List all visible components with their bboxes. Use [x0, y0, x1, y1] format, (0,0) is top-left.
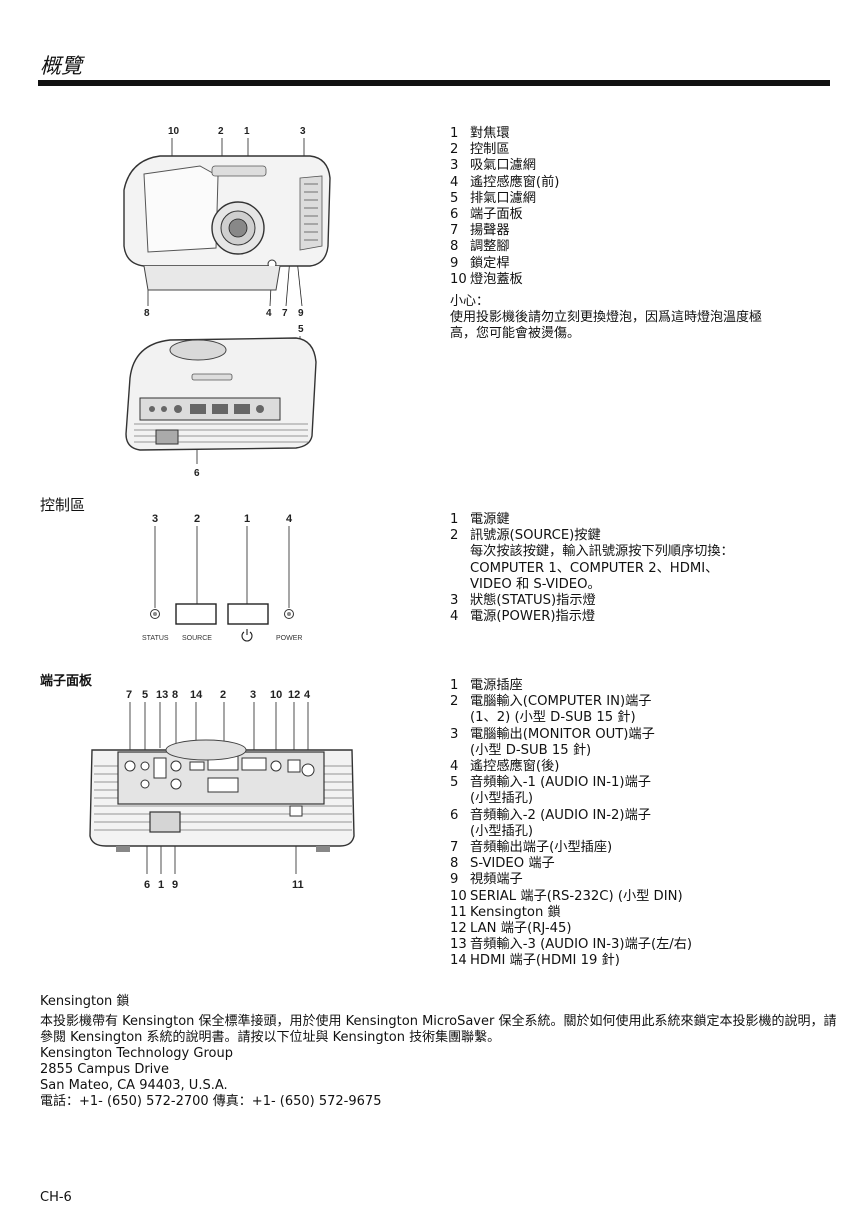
callout-label: 12 [288, 689, 300, 701]
callout-label: 10 [270, 689, 282, 701]
power-label: POWER [276, 635, 302, 642]
callout-label: 10 [168, 126, 180, 137]
page-title: 概覽 [40, 54, 82, 78]
callout-label: 3 [152, 513, 158, 525]
list-subtext: (小型插孔) [470, 823, 534, 839]
control-panel-illustration: 3 2 1 4 STATUS SOURCE POWER [142, 513, 302, 642]
list-subtext: VIDEO 和 S-VIDEO。 [470, 576, 601, 592]
kensington-city: San Mateo, CA 94403, U.S.A. [40, 1078, 228, 1093]
callout-label: 3 [300, 126, 306, 137]
list-subtext: (小型 D-SUB 15 針) [470, 742, 592, 758]
kensington-company: Kensington Technology Group [40, 1046, 233, 1061]
projector-front-illustration: 10 2 1 3 8 4 7 9 5 6 [123, 126, 331, 479]
kensington-body: 本投影機帶有 Kensington 保全標準接頭，用於使用 Kensington… [40, 1014, 840, 1110]
callout-label: 2 [218, 126, 224, 137]
callout-label: 5 [142, 689, 148, 701]
list-subtext: (1、2) (小型 D-SUB 15 針) [470, 710, 636, 726]
list-subtext: 每次按該按鍵，輸入訊號源按下列順序切換： [470, 544, 734, 560]
callout-label: 4 [286, 513, 293, 525]
callout-label: 1 [158, 879, 164, 891]
callout-label: 13 [156, 689, 168, 701]
kensington-paragraph: 本投影機帶有 Kensington 保全標準接頭，用於使用 Kensington… [40, 1014, 837, 1045]
header-rule [38, 80, 830, 86]
list-subtext: (小型插孔) [470, 791, 534, 807]
section-heading-terminal: 端子面板 [40, 674, 93, 689]
callout-label: 1 [244, 513, 250, 525]
callout-label: 4 [266, 308, 272, 319]
caution-title: 小心： [450, 294, 490, 309]
kensington-title: Kensington 鎖 [40, 994, 130, 1009]
callout-label: 4 [304, 689, 311, 701]
callout-label: 2 [194, 513, 200, 525]
callout-label: 6 [194, 468, 200, 479]
list-subtext: COMPUTER 1、COMPUTER 2、HDMI、 [470, 560, 719, 576]
callout-label: 11 [292, 879, 304, 891]
callout-label: 1 [244, 126, 250, 137]
callout-label: 9 [172, 879, 178, 891]
callout-label: 3 [250, 689, 256, 701]
section-heading-control: 控制區 [40, 496, 86, 514]
callout-label: 8 [144, 308, 150, 319]
callout-label: 5 [298, 324, 304, 335]
source-label: SOURCE [182, 635, 212, 642]
callout-label: 7 [126, 689, 132, 701]
status-label: STATUS [142, 635, 169, 642]
power-icon [241, 629, 253, 642]
callout-label: 6 [144, 879, 150, 891]
callout-label: 14 [190, 689, 203, 701]
terminal-panel-illustration: 7 5 13 8 14 2 3 10 12 4 6 1 9 11 [89, 689, 355, 891]
kensington-street: 2855 Campus Drive [40, 1062, 169, 1077]
callout-label: 2 [220, 689, 226, 701]
page-number: CH-6 [40, 1190, 72, 1205]
callout-label: 7 [282, 308, 288, 319]
caution-text: 使用投影機後請勿立刻更換燈泡，因爲這時燈泡溫度極高，您可能會被燙傷。 [450, 310, 763, 341]
callout-label: 9 [298, 308, 304, 319]
caution-note: 小心： 使用投影機後請勿立刻更換燈泡，因爲這時燈泡溫度極高，您可能會被燙傷。 [450, 294, 780, 342]
callout-label: 8 [172, 689, 178, 701]
kensington-phone: 電話：+1- (650) 572-2700 傳真：+1- (650) 572-9… [40, 1094, 382, 1109]
